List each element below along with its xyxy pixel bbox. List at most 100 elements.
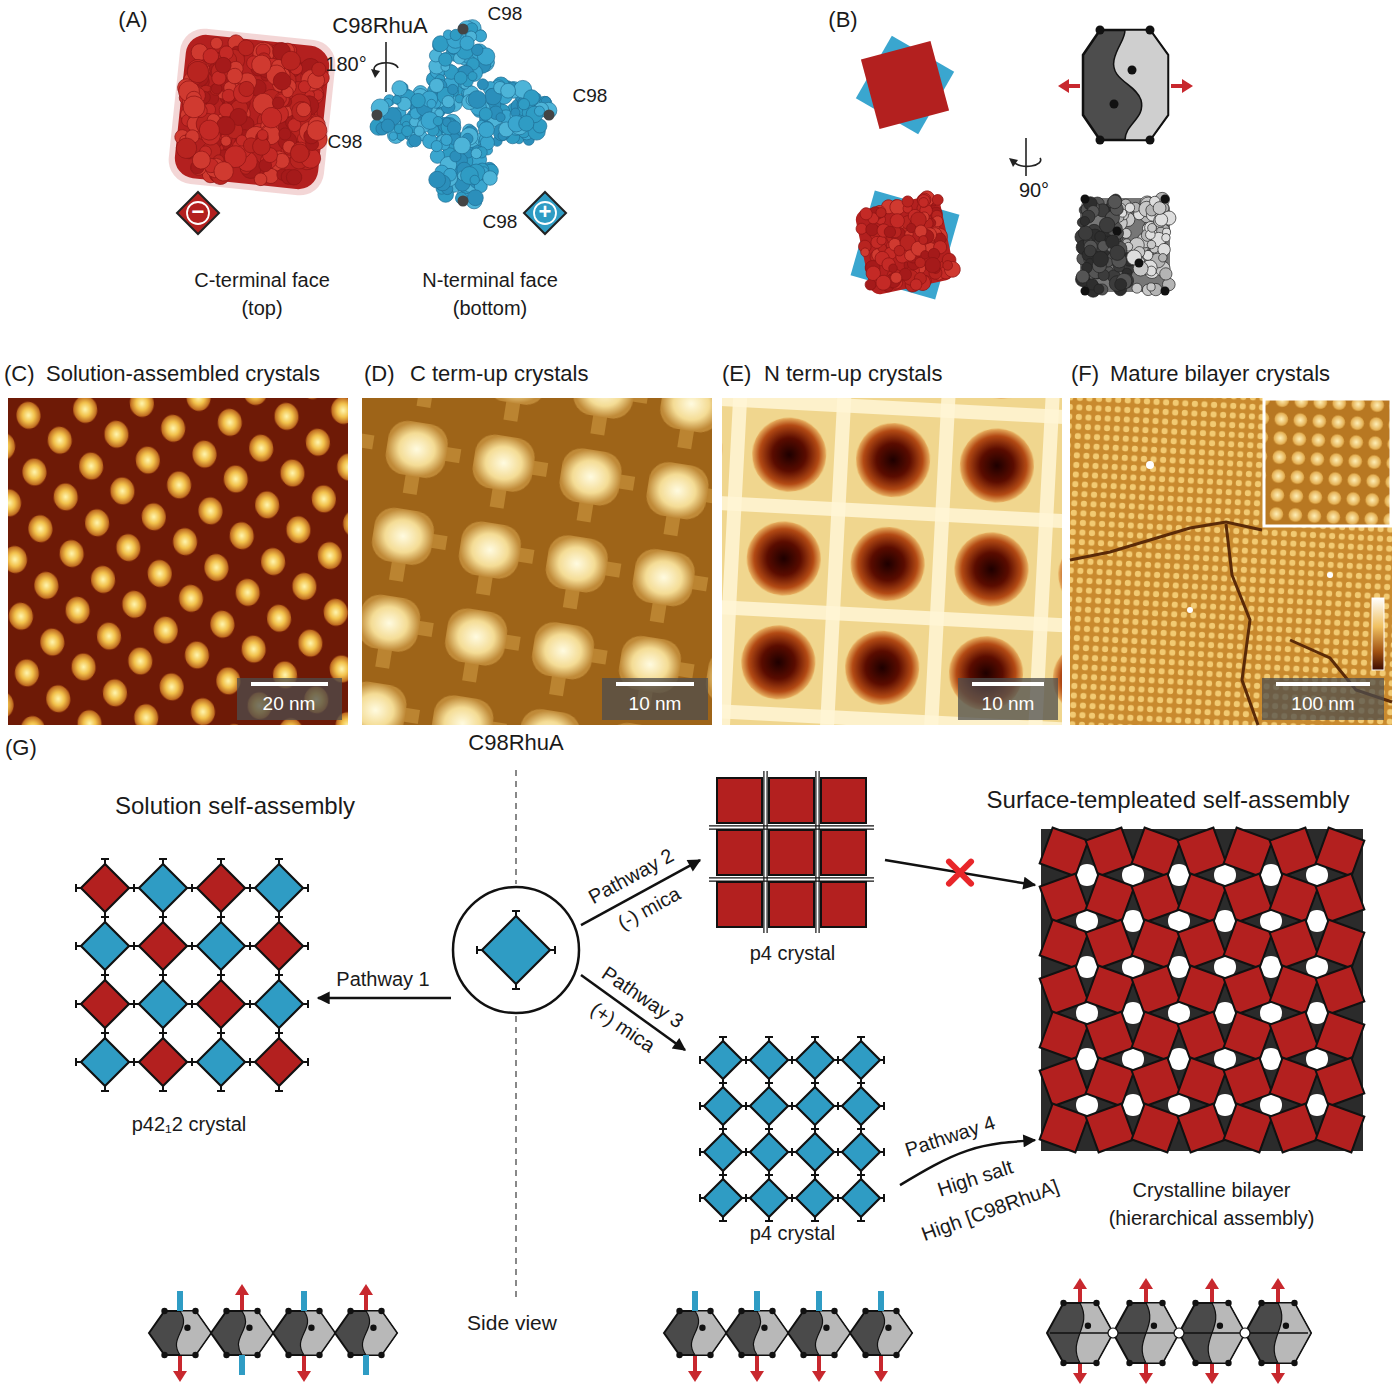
shape-part	[524, 192, 566, 234]
disulfide-link	[811, 1128, 819, 1130]
illustration-part	[1113, 227, 1122, 236]
residue-bead	[254, 172, 268, 186]
tetramer-diamond	[255, 1038, 303, 1086]
illustration-part	[1135, 259, 1144, 268]
tetramer-side	[273, 1311, 335, 1355]
disulfide-link	[101, 1032, 109, 1034]
scale-bar-box	[602, 678, 708, 720]
scale-bar	[972, 682, 1044, 686]
surface-speck	[1146, 461, 1154, 469]
dipole-arrowhead	[1139, 1373, 1153, 1384]
residue-bead	[1099, 217, 1114, 232]
residue-bead	[286, 169, 303, 186]
illustration-part	[1178, 874, 1227, 923]
illustration-part	[1040, 828, 1089, 877]
disulfide-link	[745, 1056, 747, 1064]
cysteine-site	[192, 1308, 198, 1314]
tetramer-half	[877, 1311, 912, 1355]
illustration-part	[1224, 828, 1273, 877]
residue-bead	[467, 190, 483, 206]
cysteine-site	[1060, 1360, 1066, 1366]
residue-bead	[471, 148, 482, 159]
illustration-part	[1080, 198, 1170, 292]
residue-bead	[381, 119, 394, 132]
cysteine-site	[1225, 1300, 1231, 1306]
dipole-arrowhead	[874, 1371, 888, 1382]
cysteine-site	[707, 1308, 713, 1314]
tetramer-half	[300, 1311, 335, 1355]
tetramer-half	[753, 1311, 788, 1355]
pathway-arrow	[318, 997, 451, 1000]
disulfide-link	[791, 1056, 793, 1064]
illustration-part	[1316, 1012, 1365, 1061]
crystal-lattice: p4 crystal	[685, 1038, 900, 1246]
dipole-arrowhead	[812, 1371, 826, 1382]
disulfide-link	[133, 1058, 135, 1066]
residue-bead	[454, 137, 471, 154]
tetramer-half	[238, 1311, 273, 1355]
disulfide-link	[719, 1174, 727, 1176]
afm-image	[362, 398, 712, 725]
rotation-angle: 90°	[1019, 178, 1049, 202]
cysteine-site	[831, 1308, 837, 1314]
disulfide-link	[275, 1032, 283, 1034]
illustration-part	[1316, 920, 1365, 969]
illustration-part	[1178, 966, 1227, 1015]
rotation-icon	[374, 42, 398, 92]
residue-bead	[1080, 217, 1089, 226]
crystal-lattice: p42₁2 crystal	[60, 855, 318, 1137]
disulfide-link	[745, 1194, 747, 1202]
panel-letter: (B)	[828, 7, 857, 33]
illustration-part	[1081, 287, 1090, 296]
residue-bead	[501, 83, 516, 98]
cysteine-site	[1151, 1323, 1157, 1329]
residue-bead	[883, 225, 897, 239]
disulfide-link	[275, 1090, 283, 1092]
illustration-part	[1161, 287, 1170, 296]
side-view-bilayer	[1047, 1278, 1311, 1384]
scale-bar-label: 10 nm	[629, 693, 682, 716]
residue-bead	[1162, 234, 1170, 242]
cysteine-site	[761, 1325, 767, 1331]
his-tag-bar	[177, 1291, 183, 1311]
dipole-arrow	[240, 1293, 244, 1310]
bilayer-lattice	[1040, 828, 1365, 1153]
residue-bead	[470, 175, 479, 184]
cysteine-site	[862, 1352, 868, 1358]
illustration-part	[815, 771, 816, 933]
disulfide-link	[101, 1032, 109, 1034]
section-heading: Surface-templeated self-assembly	[987, 786, 1350, 815]
disulfide-link	[249, 1000, 251, 1008]
disulfide-link	[133, 1000, 135, 1008]
disulfide-link	[765, 1036, 773, 1038]
disulfide-link	[217, 916, 225, 918]
illustration-part	[1040, 1058, 1089, 1107]
rotation-angle: 180°	[325, 52, 366, 76]
cysteine-site	[246, 1325, 252, 1331]
disulfide-link	[719, 1174, 727, 1176]
disulfide-link	[275, 974, 283, 976]
cysteine-site	[738, 1308, 744, 1314]
illustration-part	[709, 877, 874, 878]
tetramer-side	[850, 1311, 912, 1355]
disulfide-link	[837, 1102, 839, 1110]
face-caption: N-terminal face (bottom)	[398, 266, 583, 322]
disulfide-link	[512, 988, 520, 990]
illustration-part	[1086, 874, 1135, 923]
illustration-part	[1081, 195, 1090, 204]
cysteine-site	[223, 1308, 229, 1314]
disulfide-link	[75, 1000, 77, 1008]
disulfide-link	[719, 1128, 727, 1130]
dipole-arrow	[1078, 1287, 1082, 1302]
cysteine-site	[378, 1352, 384, 1358]
disulfide-link	[249, 1058, 251, 1066]
tetramer-side	[664, 1311, 726, 1355]
disulfide-link	[857, 1128, 865, 1130]
disulfide-link	[719, 1036, 727, 1038]
p4-blue-lattice	[700, 1037, 884, 1221]
rotation-arrowhead	[371, 69, 380, 78]
illustration-part	[1316, 874, 1365, 923]
section-heading: Solution self-assembly	[115, 792, 355, 821]
disulfide-link	[307, 1000, 309, 1008]
cysteine-site	[1126, 1360, 1132, 1366]
